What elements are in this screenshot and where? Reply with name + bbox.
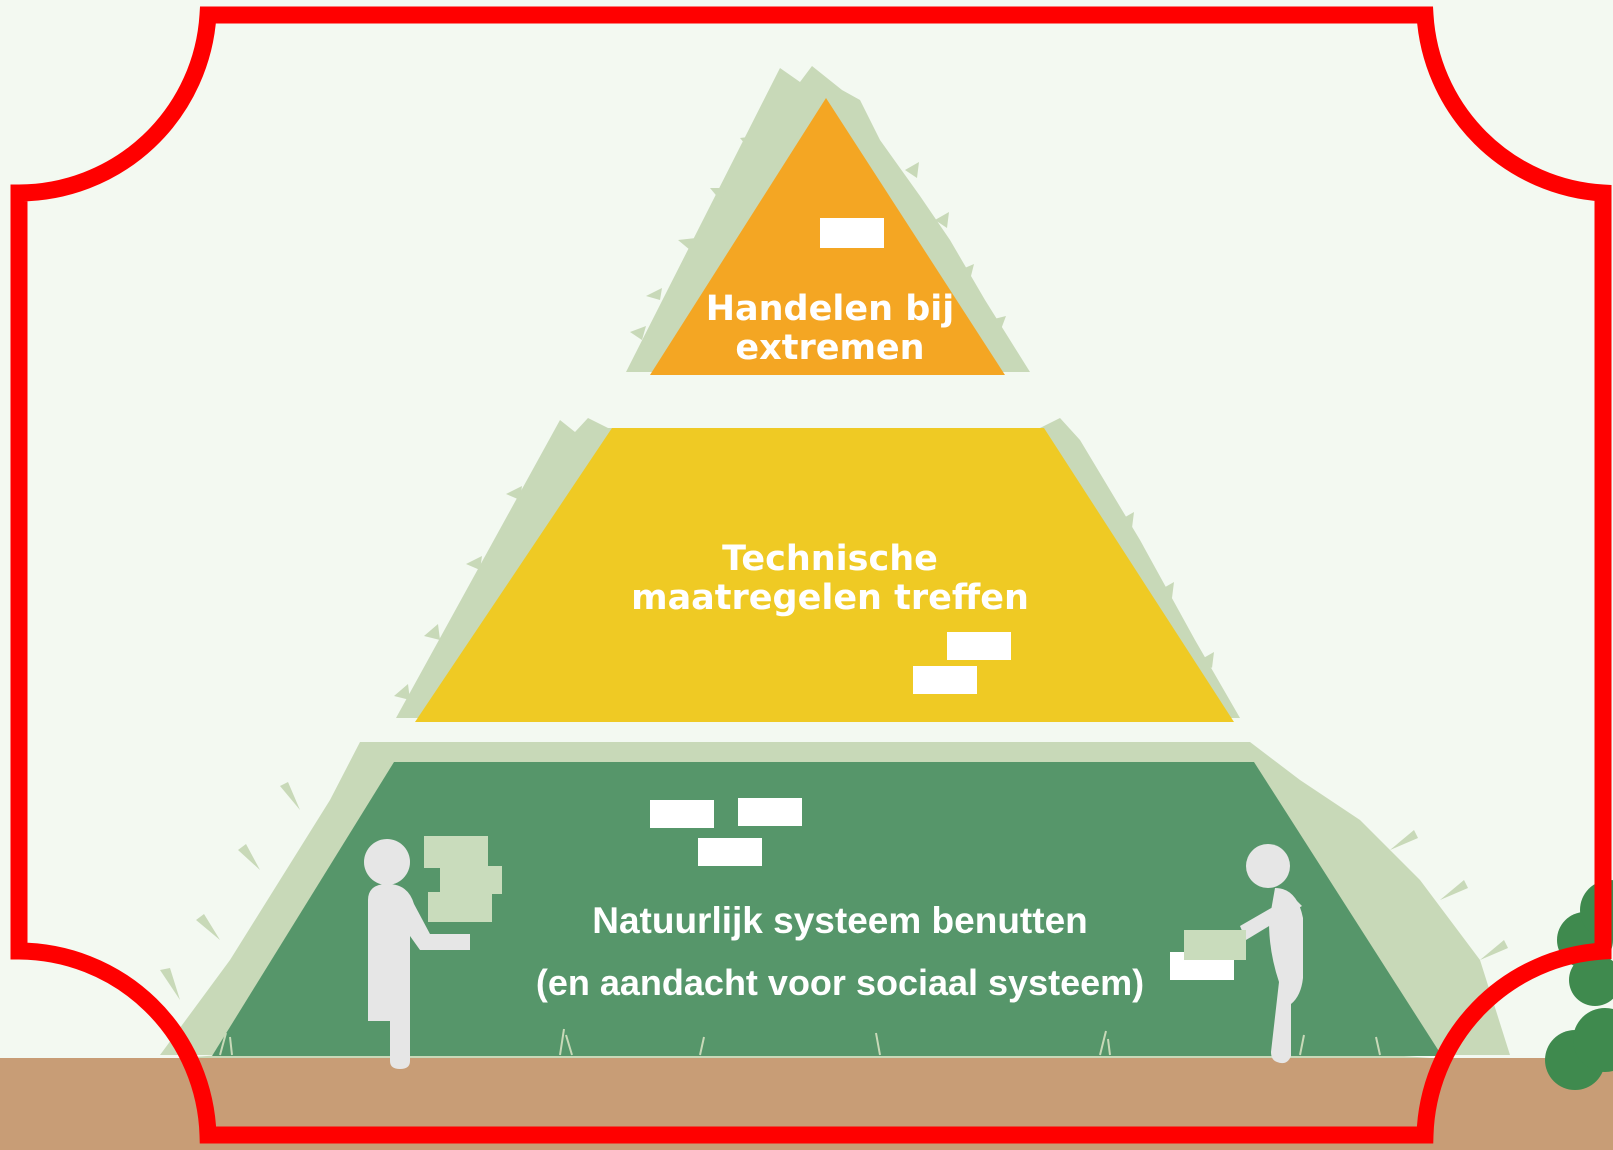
tier-middle [415,428,1234,722]
tier-top-label-line2: extremen [735,328,925,369]
tier-middle-label: Technische maatregelen treffen [600,539,1060,619]
figure-right-head [1246,844,1290,888]
brick-top [820,218,884,248]
tier-base-label-line1: Natuurlijk systeem benutten [592,900,1088,941]
tier-middle-label-line1: Technische [722,539,938,579]
figure-left-head [364,839,410,885]
figure-left [364,839,470,1069]
brick-middle-2 [913,666,977,694]
brick-base-2 [738,798,802,826]
tier-middle-label-line2: maatregelen treffen [631,578,1029,619]
decorative-frame [10,6,1612,1144]
brick-middle-1 [947,632,1011,660]
tier-base [212,762,1442,1056]
tier-base-label: Natuurlijk systeem benutten (en aandacht… [470,900,1210,1004]
tier-base-label-line2: (en aandacht voor sociaal systeem) [535,962,1145,1003]
boxes-left [424,836,502,922]
brick-base-1 [650,800,714,828]
tier-top-label: Handelen bij extremen [675,289,985,369]
brick-base-3 [698,838,762,866]
base-grass-tufts [219,1028,1381,1056]
box-right [1184,930,1246,960]
tier-top-label-line1: Handelen bij [705,289,955,329]
figure-right [1240,844,1303,1064]
